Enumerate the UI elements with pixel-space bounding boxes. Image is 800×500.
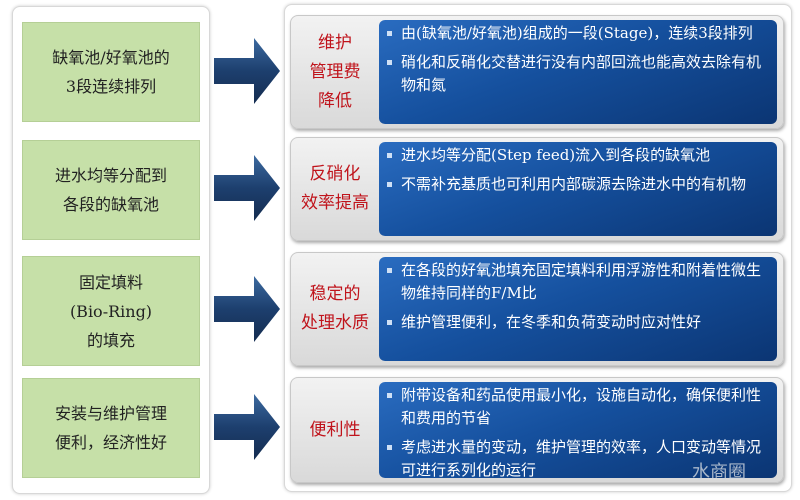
arrow-right-icon [214, 394, 280, 460]
bullet-item: 考虑进水量的变动，维护管理的效率，人口变动等情况可进行系列化的运行 [387, 436, 767, 482]
left-item-text: 便利，经济性好 [54, 433, 167, 452]
bullet-item: 进水均等分配(Step feed)流入到各段的缺氧池 [387, 144, 767, 167]
label-line: 降低 [318, 90, 352, 111]
bullet-item: 维护管理便利，在冬季和负荷变动时应对性好 [387, 311, 767, 334]
benefit-details: 进水均等分配(Step feed)流入到各段的缺氧池不需补充基质也可利用内部碳源… [379, 142, 777, 236]
bullet-item: 附带设备和药品使用最小化，设施自动化，确保便利性和费用的节省 [387, 384, 767, 430]
left-item-text: 进水均等分配到 [54, 166, 167, 185]
bullet-item: 由(缺氧池/好氧池)组成的一段(Stage)，连续3段排列 [387, 22, 767, 45]
left-item-text: 安装与维护管理 [54, 404, 167, 423]
bullet-item: 硝化和反硝化交替进行没有内部回流也能高效去除有机物和氮 [387, 51, 767, 97]
left-item-text: 缺氧池/好氧池的 [52, 48, 170, 67]
benefit-row-4: 便利性 附带设备和药品使用最小化，设施自动化，确保便利性和费用的节省考虑进水量的… [290, 377, 784, 483]
bullet-item: 不需补充基质也可利用内部碳源去除进水中的有机物 [387, 173, 767, 196]
left-item-text: 3段连续排列 [65, 77, 157, 96]
left-item-3: 固定填料 (Bio-Ring) 的填充 [22, 256, 200, 366]
benefit-row-1: 维护管理费降低 由(缺氧池/好氧池)组成的一段(Stage)，连续3段排列硝化和… [290, 15, 784, 129]
benefit-details: 由(缺氧池/好氧池)组成的一段(Stage)，连续3段排列硝化和反硝化交替进行没… [379, 20, 777, 124]
arrow-right-icon [214, 38, 280, 104]
left-item-text: 的填充 [86, 330, 135, 350]
label-line: 便利性 [309, 419, 361, 440]
arrow-right-icon [214, 276, 280, 342]
label-line: 维护 [318, 32, 352, 53]
arrow-right-icon [214, 155, 280, 221]
benefit-label: 维护管理费降低 [291, 16, 379, 128]
left-item-text: 固定填料 [78, 272, 143, 292]
benefit-row-2: 反硝化效率提高 进水均等分配(Step feed)流入到各段的缺氧池不需补充基质… [290, 137, 784, 241]
label-line: 管理费 [309, 61, 361, 82]
left-item-2: 进水均等分配到各段的缺氧池 [22, 140, 200, 240]
left-item-4: 安装与维护管理便利，经济性好 [22, 378, 200, 478]
left-item-1: 缺氧池/好氧池的 3段连续排列 [22, 22, 200, 122]
label-line: 效率提高 [301, 193, 369, 213]
benefit-label: 便利性 [291, 378, 379, 482]
left-item-text: (Bio-Ring) [69, 301, 153, 321]
label-line: 处理水质 [301, 313, 369, 333]
bullet-item: 在各段的好氧池填充固定填料利用浮游性和附着性微生物维持同样的F/M比 [387, 259, 767, 305]
label-line: 稳定的 [309, 284, 361, 304]
benefit-details: 附带设备和药品使用最小化，设施自动化，确保便利性和费用的节省考虑进水量的变动，维… [379, 382, 777, 479]
label-line: 反硝化 [309, 164, 361, 184]
benefit-row-3: 稳定的处理水质 在各段的好氧池填充固定填料利用浮游性和附着性微生物维持同样的F/… [290, 252, 784, 366]
benefit-label: 稳定的处理水质 [291, 253, 379, 365]
benefit-label: 反硝化效率提高 [291, 138, 379, 240]
benefit-details: 在各段的好氧池填充固定填料利用浮游性和附着性微生物维持同样的F/M比维护管理便利… [379, 257, 777, 361]
watermark-logo: 水商圈 [692, 462, 746, 483]
left-item-text: 各段的缺氧池 [62, 195, 159, 214]
